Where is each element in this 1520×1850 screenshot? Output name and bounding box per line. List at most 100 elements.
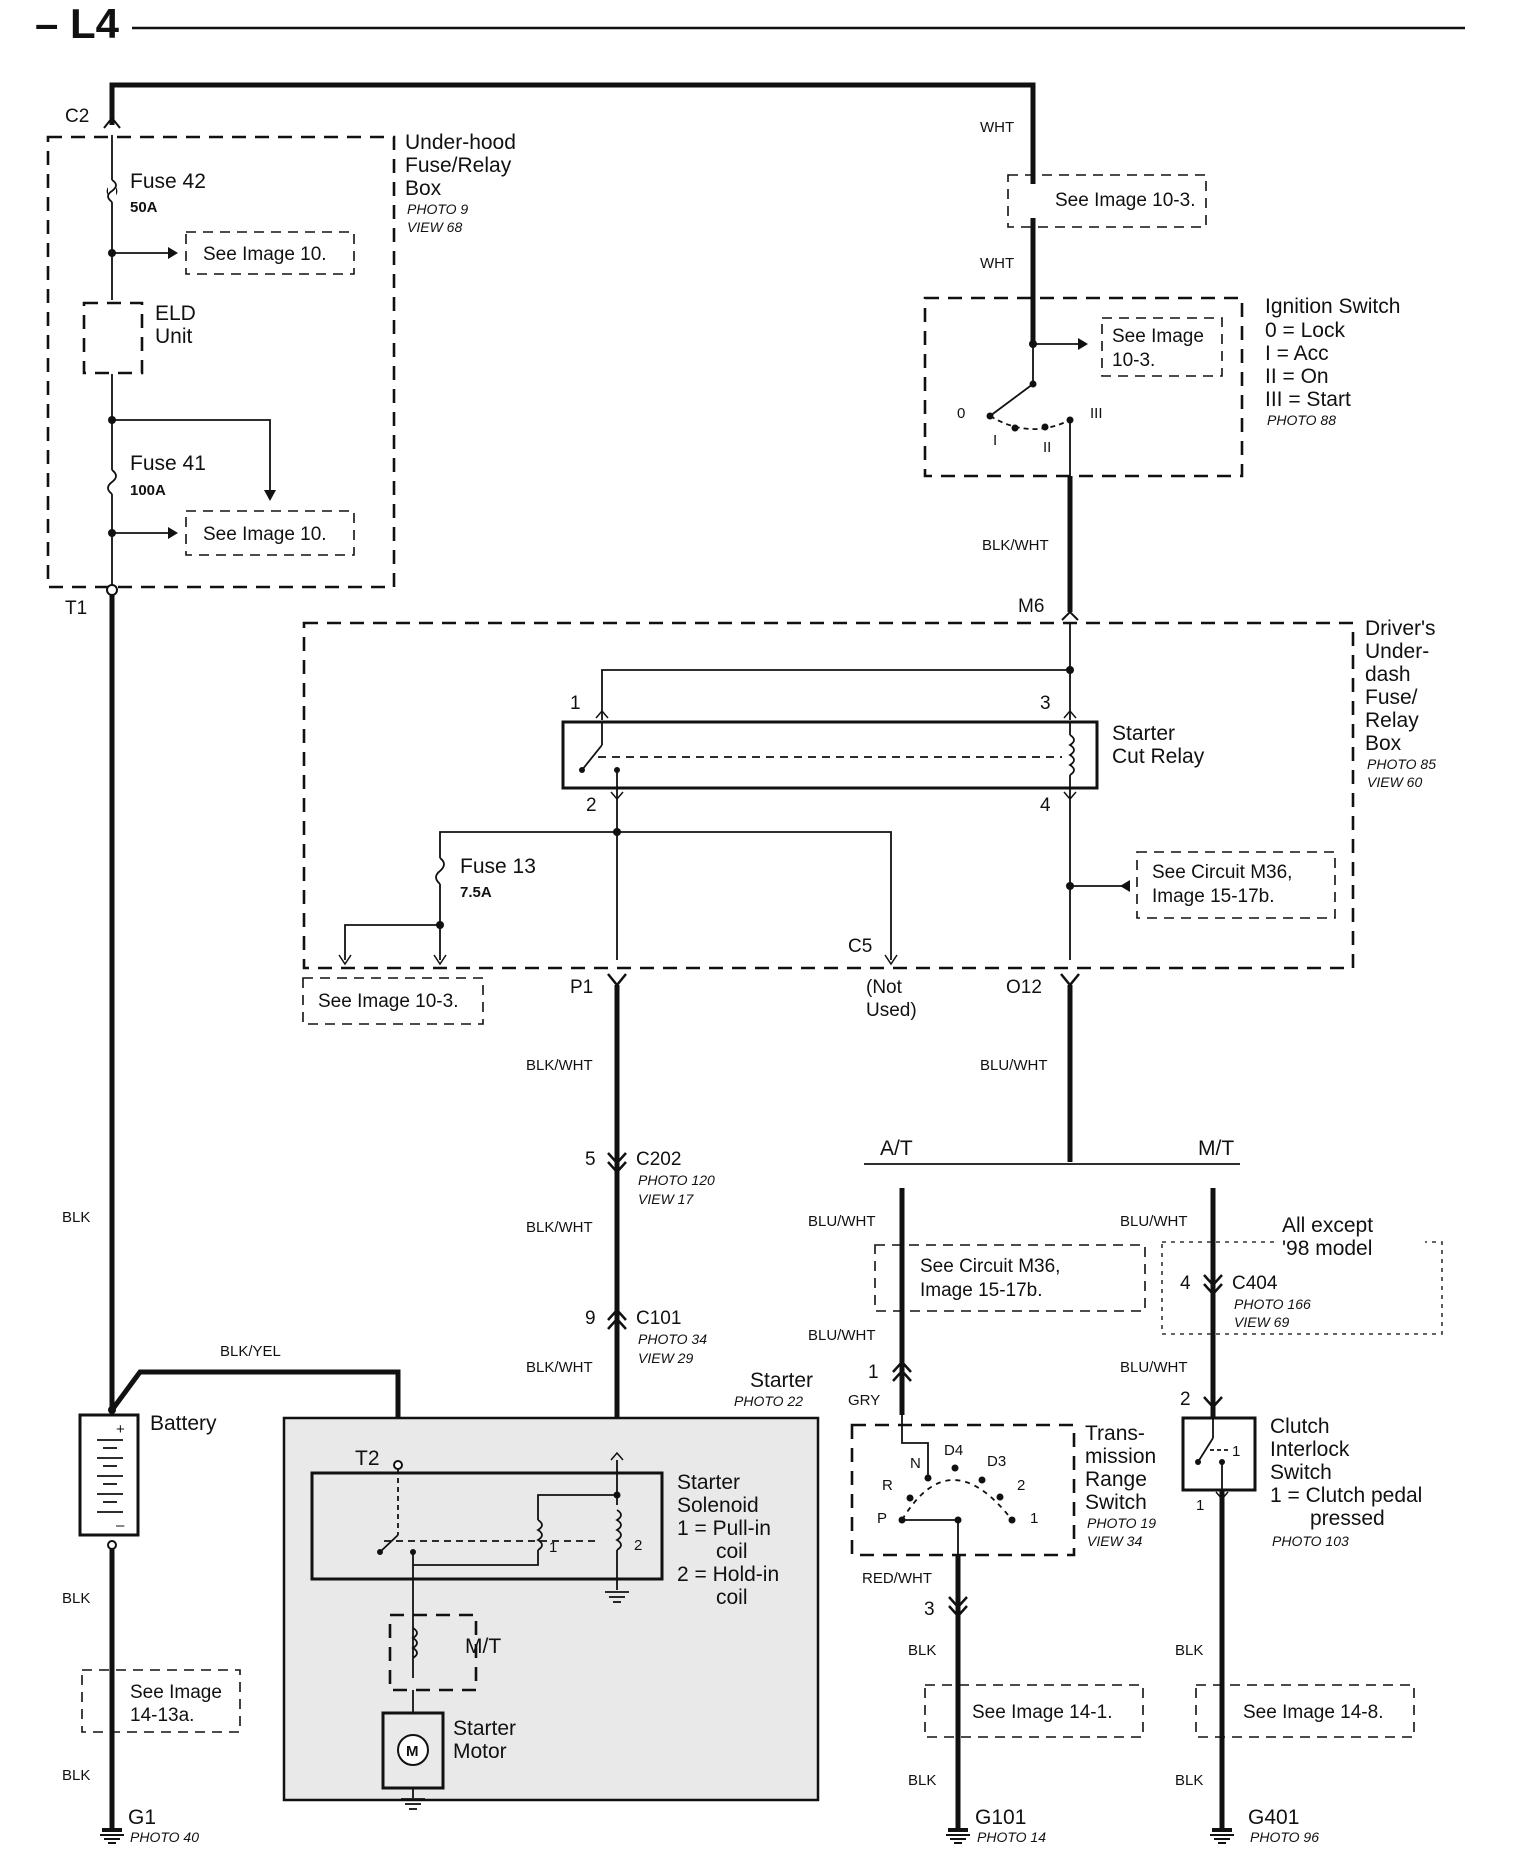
ignition-label-2: II [1043,439,1051,456]
connector-p1: P1 [570,977,593,998]
starter-mt-label: M/T [465,1635,501,1658]
ground-g401: G401 [1248,1806,1299,1829]
arrow-down-icon [884,954,898,966]
trans-name-4: Switch [1085,1491,1147,1514]
eld-unit-label-1: ELD [155,302,196,325]
trans-contact-2 [996,1493,1004,1501]
starter-title: Starter [750,1369,813,1392]
ref-image-10-1[interactable]: See Image 10. [185,231,355,275]
ref-14-13a-2: 14-13a. [130,1705,194,1726]
trans-pos-d3: D3 [987,1453,1006,1470]
starter-motor-text-2: Motor [453,1740,507,1763]
ref-m36-at-2: Image 15-17b. [920,1280,1043,1301]
c202-name: C202 [636,1149,681,1170]
trans-view: VIEW 34 [1087,1533,1142,1549]
fuse-42-label: Fuse 42 [130,170,206,193]
branch-label-mt: M/T [1198,1137,1234,1160]
connector-o12: O12 [1006,977,1042,998]
fuse-42-symbol [107,179,117,203]
wire-label-wht-top: WHT [980,119,1014,136]
solenoid-coil1-out [413,1550,539,1566]
transmission-range-switch [850,1423,1076,1557]
starter-mt-box [388,1613,478,1692]
drivers-box-name-5: Relay [1365,709,1419,732]
connector-m6: M6 [1018,596,1044,617]
ignition-pos-0: 0 = Lock [1265,319,1345,342]
relay-coil-icon [1068,734,1075,776]
ref-ignition-label-2: 10-3. [1112,350,1155,371]
ref-image-10-3-top[interactable]: See Image 10-3. [1007,174,1207,228]
field-coil-icon [411,1627,418,1659]
ref-14-13a-1: See Image [130,1682,222,1703]
drivers-box-photo: PHOTO 85 [1367,756,1436,772]
starter-photo: PHOTO 22 [734,1393,803,1409]
ref-14-8-label: See Image 14-8. [1243,1702,1383,1723]
ignition-switch-photo: PHOTO 88 [1267,412,1336,428]
ignition-switch-box [923,296,1244,478]
relay-switch-arm [581,744,603,771]
c202-symbol-2 [607,1161,627,1174]
wire-label-bluwht-mt1: BLU/WHT [1120,1213,1188,1230]
ignition-label-3: III [1090,405,1103,422]
ref-image-14-8[interactable]: See Image 14-8. [1195,1684,1415,1738]
ignition-pos-3: III = Start [1265,388,1351,411]
arrow-right-icon [168,247,178,259]
c404-note-1: All except [1282,1214,1373,1237]
trans-pos-d4: D4 [944,1442,963,1459]
connector-o12-symbol [1060,973,1080,987]
ref-14-1-label: See Image 14-1. [972,1702,1112,1723]
wire-label-wht-mid: WHT [980,255,1014,272]
mt-pin-2: 2 [1180,1389,1191,1410]
wire-blkyel [109,1369,401,1460]
arrow-down-icon [338,954,352,966]
ref-m36-relay-1: See Circuit M36, [1152,862,1292,883]
wire-label-bluwht-at1: BLU/WHT [808,1213,876,1230]
trans-contact-d3 [978,1476,986,1484]
solenoid-feed-symbol [610,1451,624,1461]
battery-neg-terminal [107,1540,117,1550]
ground-g101: G101 [975,1806,1026,1829]
trans-switch-out [902,1519,959,1555]
trans-switch-arc [901,1479,1013,1521]
wire-wht-top [109,82,1036,345]
trans-name-1: Trans- [1085,1422,1145,1445]
eld-unit-box [82,301,144,375]
ground-g101-icon [946,1828,970,1844]
arrow-right-icon [168,527,178,539]
solenoid-text-1: Starter [677,1471,740,1494]
ground-g1: G1 [128,1806,156,1829]
relay-pin-2-label: 2 [586,795,597,816]
c404-photo: PHOTO 166 [1234,1296,1311,1312]
ref-image-14-1[interactable]: See Image 14-1. [924,1684,1144,1738]
terminal-t1: T1 [65,598,87,619]
hold-in-coil-icon [615,1509,622,1551]
ref-image-14-13a[interactable]: See Image 14-13a. [81,1669,241,1733]
ref-image-10-2[interactable]: See Image 10. [185,510,355,556]
clutch-name-2: Interlock [1270,1438,1350,1461]
ref-circuit-m36-relay[interactable]: See Circuit M36, Image 15-17b. [1136,851,1336,919]
wire-label-bluwht-mt2: BLU/WHT [1120,1359,1188,1376]
underhood-fuse-relay-box [46,135,396,589]
starter-motor-text-1: Starter [453,1717,516,1740]
battery-icon [78,1413,140,1537]
solenoid-contact-arm [379,1534,399,1553]
ref-image-10-3-ignition[interactable]: See Image 10-3. [1101,317,1223,377]
wire-label-gry: GRY [848,1392,880,1409]
battery-minus: – [116,1517,125,1534]
starter-terminal-t2: T2 [355,1447,380,1470]
at-connector-1-symbol-2 [892,1369,912,1382]
c404-symbol-2 [1203,1283,1223,1296]
connector-c2-symbol [103,116,121,129]
ref-image-10-3-left[interactable]: See Image 10-3. [302,977,484,1025]
wire-label-blk-left-2: BLK [62,1590,90,1607]
not-used-2: Used) [866,1000,917,1021]
starter-cut-relay [561,720,1099,790]
ignition-switch-arm [989,383,1034,417]
ref-image-10-2-label: See Image 10. [203,524,327,545]
at-connector-1-symbol [892,1360,912,1373]
ground-g1-icon [100,1828,124,1844]
arrow-down-icon [264,490,276,501]
trans-out-dot [954,1516,962,1524]
relay-feed-left [601,669,1070,720]
ref-circuit-m36-at[interactable]: See Circuit M36, Image 15-17b. [874,1244,1146,1312]
